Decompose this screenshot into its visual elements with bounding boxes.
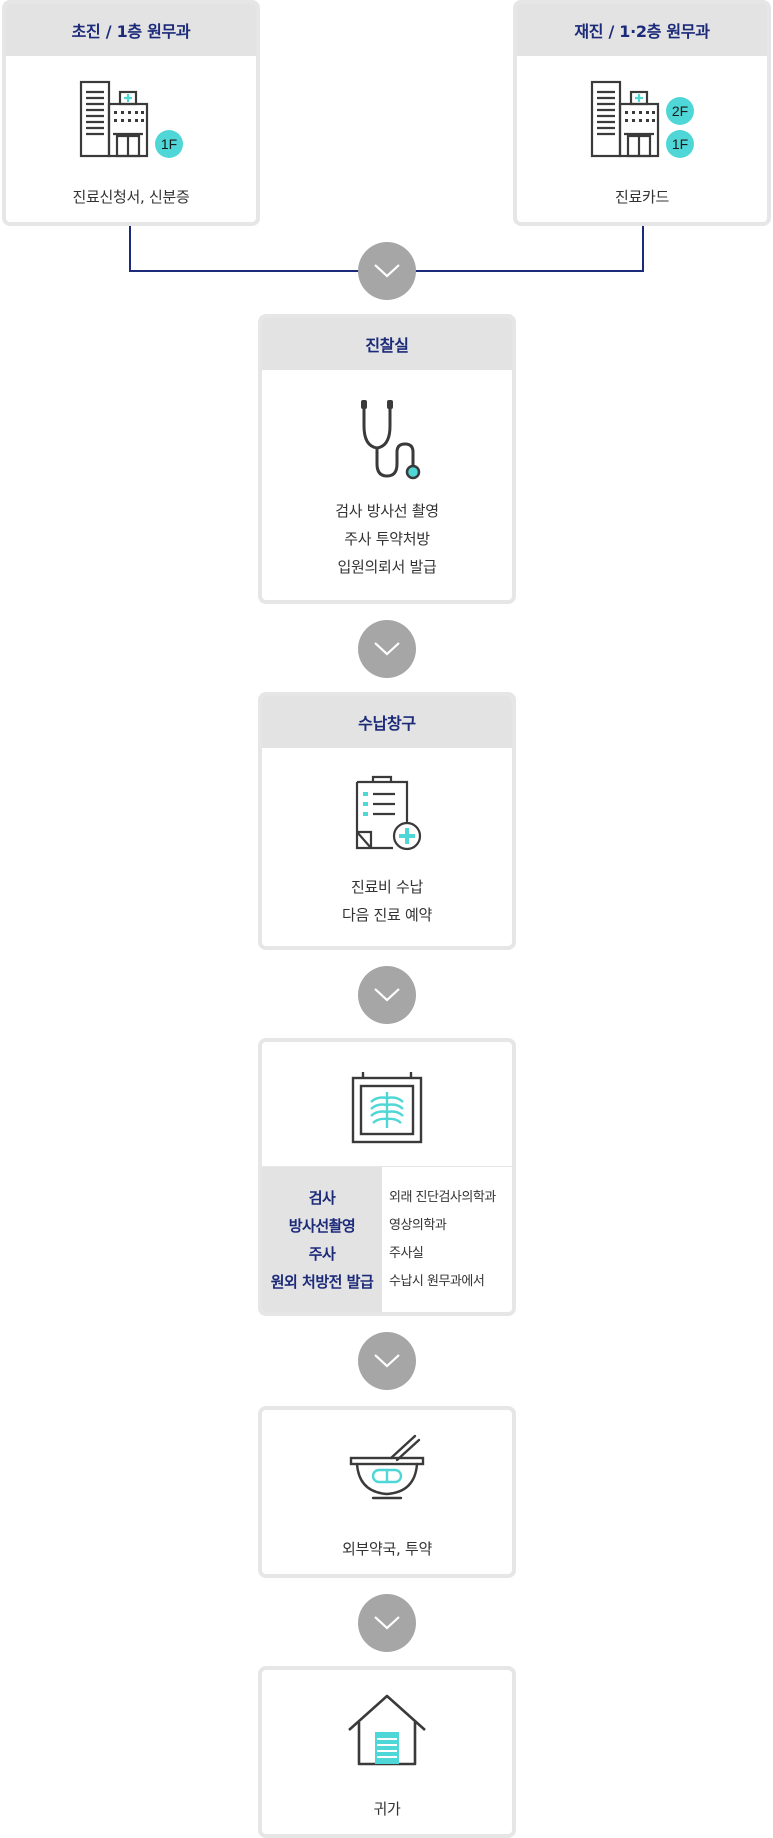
test-place-injection: 주사실 (389, 1245, 424, 1261)
test-place-radiography: 영상의학과 (389, 1217, 447, 1233)
home-text: 귀가 (373, 1800, 401, 1818)
exam-room-line-3: 입원의뢰서 발급 (337, 558, 437, 576)
first-visit-text: 진료신청서, 신분증 (72, 188, 190, 206)
chevron-down-icon (374, 642, 400, 656)
test-item-radiography: 방사선촬영 (288, 1216, 356, 1235)
test-item-prescription: 원외 처방전 발급 (270, 1272, 374, 1291)
first-visit-card: 초진 / 1층 원무과 (2, 0, 260, 226)
flow-arrow-3 (358, 966, 416, 1024)
chevron-down-icon (374, 988, 400, 1002)
test-item-injection: 주사 (308, 1244, 336, 1263)
pharmacy-card: 외부약국, 투약 (258, 1406, 516, 1578)
stethoscope-icon (262, 398, 512, 484)
chevron-down-icon (374, 264, 400, 278)
exam-room-header: 진찰실 (262, 318, 512, 370)
tests-items-column: 검사 방사선촬영 주사 원외 처방전 발급 (262, 1167, 382, 1312)
floor-badge-1f: 1F (161, 136, 177, 152)
chevron-down-icon (374, 1616, 400, 1630)
test-place-prescription: 수납시 원무과에서 (389, 1273, 485, 1289)
floor-badge-2f: 2F (672, 103, 688, 119)
tests-card: 검사 방사선촬영 주사 원외 처방전 발급 외래 진단검사의학과 영상의학과 주… (258, 1038, 516, 1316)
connector-line-right-vertical (642, 222, 644, 272)
exam-room-line-2: 주사 투약처방 (344, 530, 430, 548)
test-place-exam: 외래 진단검사의학과 (389, 1189, 496, 1205)
first-visit-header: 초진 / 1층 원무과 (6, 4, 256, 56)
test-item-exam: 검사 (308, 1188, 336, 1207)
revisit-card: 재진 / 1·2층 원무과 (513, 0, 771, 226)
hospital-building-icon: 2F 1F (517, 80, 767, 160)
house-icon (262, 1692, 512, 1768)
exam-room-card: 진찰실 검사 방사선 촬영 주사 투약처방 입원의뢰서 발급 (258, 314, 516, 604)
xray-frame-icon (262, 1070, 512, 1146)
chevron-down-icon (374, 1354, 400, 1368)
flow-arrow-2 (358, 620, 416, 678)
floor-badge-1f: 1F (672, 136, 688, 152)
pharmacy-text: 외부약국, 투약 (342, 1540, 432, 1558)
revisit-header: 재진 / 1·2층 원무과 (517, 4, 767, 56)
flow-arrow-4 (358, 1332, 416, 1390)
flow-arrow-1 (358, 242, 416, 300)
payment-line-2: 다음 진료 예약 (342, 906, 432, 924)
tests-places-column: 외래 진단검사의학과 영상의학과 주사실 수납시 원무과에서 (382, 1167, 512, 1312)
tests-table: 검사 방사선촬영 주사 원외 처방전 발급 외래 진단검사의학과 영상의학과 주… (262, 1166, 512, 1312)
connector-line-left-vertical (129, 222, 131, 272)
hospital-building-icon: 1F (6, 80, 256, 160)
payment-line-1: 진료비 수납 (351, 878, 423, 896)
payment-card: 수납창구 (258, 692, 516, 950)
mortar-pestle-icon (262, 1432, 512, 1502)
revisit-text: 진료카드 (614, 188, 669, 206)
exam-room-line-1: 검사 방사선 촬영 (335, 502, 439, 520)
payment-header: 수납창구 (262, 696, 512, 748)
home-card: 귀가 (258, 1666, 516, 1838)
clipboard-medical-icon (262, 774, 512, 854)
flow-arrow-5 (358, 1594, 416, 1652)
